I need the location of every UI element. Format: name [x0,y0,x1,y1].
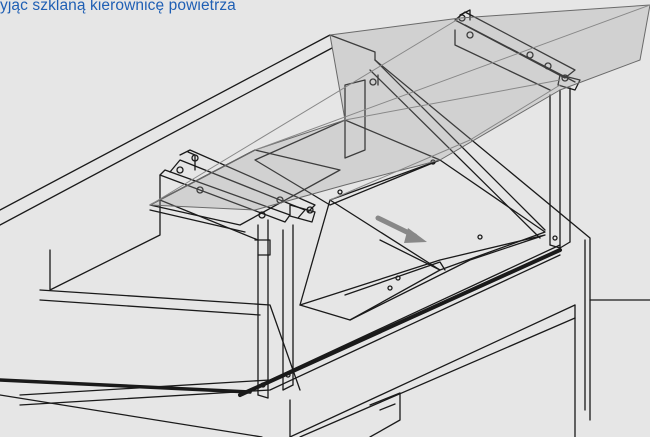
glass-air-guide [149,4,650,211]
front-rail [0,244,562,406]
right-upright [549,87,571,249]
left-uprights [254,219,294,399]
interior [39,79,546,391]
right-brackets [454,9,581,91]
direction-arrow-icon [375,215,427,243]
diagonal-brace [369,59,546,239]
instruction-caption: yjąc szklaną kierownicę powietrza [0,0,236,14]
counter-body [0,34,650,437]
